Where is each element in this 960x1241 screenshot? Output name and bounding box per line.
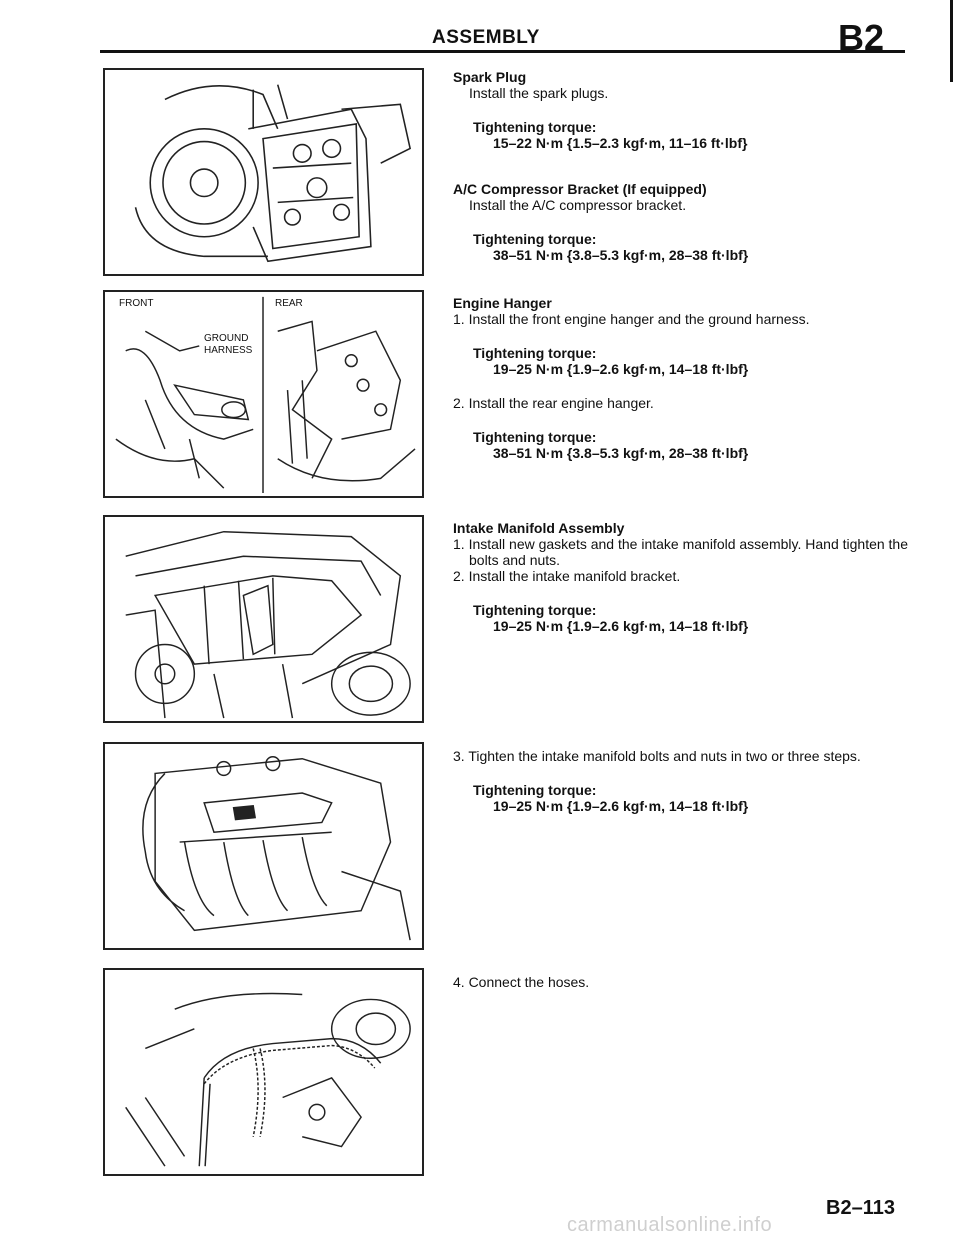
page-edge-mark: [950, 0, 953, 82]
torque-value: 19–25 N·m {1.9–2.6 kgf·m, 14–18 ft·lbf}: [493, 361, 749, 377]
section-hoses: 4. Connect the hoses.: [453, 974, 589, 990]
rear-label: REAR: [275, 298, 303, 309]
text-ac-bracket: Install the A/C compressor bracket.: [469, 197, 687, 213]
step-1: 1. Install new gaskets and the intake ma…: [453, 536, 909, 568]
torque-value: 15–22 N·m {1.5–2.3 kgf·m, 11–16 ft·lbf}: [493, 135, 748, 151]
torque-value: 19–25 N·m {1.9–2.6 kgf·m, 14–18 ft·lbf}: [493, 618, 749, 634]
torque-label: Tightening torque:: [473, 782, 597, 798]
torque-label: Tightening torque:: [473, 231, 597, 247]
torque-label: Tightening torque:: [473, 345, 597, 361]
heading-ac-bracket: A/C Compressor Bracket (If equipped): [453, 181, 707, 197]
ground-label: GROUND: [204, 333, 249, 344]
figure-intake-manifold-assembly: [103, 515, 424, 723]
figure-connect-hoses: [103, 968, 424, 1176]
text-spark-plug: Install the spark plugs.: [469, 85, 609, 101]
torque-value: 38–51 N·m {3.8–5.3 kgf·m, 28–38 ft·lbf}: [493, 247, 749, 263]
torque-label: Tightening torque:: [473, 429, 597, 445]
intake-manifold-illustration: [125, 530, 411, 719]
step-2: 2. Install the intake manifold bracket.: [453, 568, 681, 584]
watermark: carmanualsonline.info: [567, 1214, 773, 1236]
section-intake-manifold: Intake Manifold Assembly 1. Install new …: [453, 520, 911, 634]
engine-hanger-illustration: [115, 296, 416, 494]
heading-spark-plug: Spark Plug: [453, 69, 527, 85]
section-intake-tighten: 3. Tighten the intake manifold bolts and…: [453, 748, 911, 814]
figure-ac-compressor-bracket: [103, 68, 424, 276]
torque-value: 38–51 N·m {3.8–5.3 kgf·m, 28–38 ft·lbf}: [493, 445, 749, 461]
step-1: 1. Install the front engine hanger and t…: [453, 311, 810, 327]
step-3: 3. Tighten the intake manifold bolts and…: [453, 748, 861, 764]
figure-intake-manifold-tightening: [103, 742, 424, 950]
step-2: 2. Install the rear engine hanger.: [453, 395, 654, 411]
front-label: FRONT: [119, 298, 154, 309]
page-number: B2–113: [826, 1197, 895, 1219]
page-section-title: ASSEMBLY: [432, 27, 540, 48]
heading-engine-hanger: Engine Hanger: [453, 295, 552, 311]
manifold-bolts-illustration: [142, 756, 411, 941]
step-4: 4. Connect the hoses.: [453, 974, 590, 990]
header-rule: [100, 50, 905, 53]
harness-label: HARNESS: [204, 345, 253, 356]
engine-front-illustration: [134, 84, 412, 263]
torque-label: Tightening torque:: [473, 602, 597, 618]
heading-intake-manifold: Intake Manifold Assembly: [453, 520, 625, 536]
section-ac-bracket: A/C Compressor Bracket (If equipped) Ins…: [453, 181, 748, 263]
section-spark-plug: Spark Plug Install the spark plugs. Tigh…: [453, 69, 747, 151]
section-engine-hanger: Engine Hanger 1. Install the front engin…: [453, 295, 809, 461]
torque-value: 19–25 N·m {1.9–2.6 kgf·m, 14–18 ft·lbf}: [493, 798, 749, 814]
hoses-illustration: [125, 992, 411, 1167]
figure-engine-hangers: FRONT REAR GROUND HARNESS: [103, 290, 424, 498]
torque-label: Tightening torque:: [473, 119, 597, 135]
